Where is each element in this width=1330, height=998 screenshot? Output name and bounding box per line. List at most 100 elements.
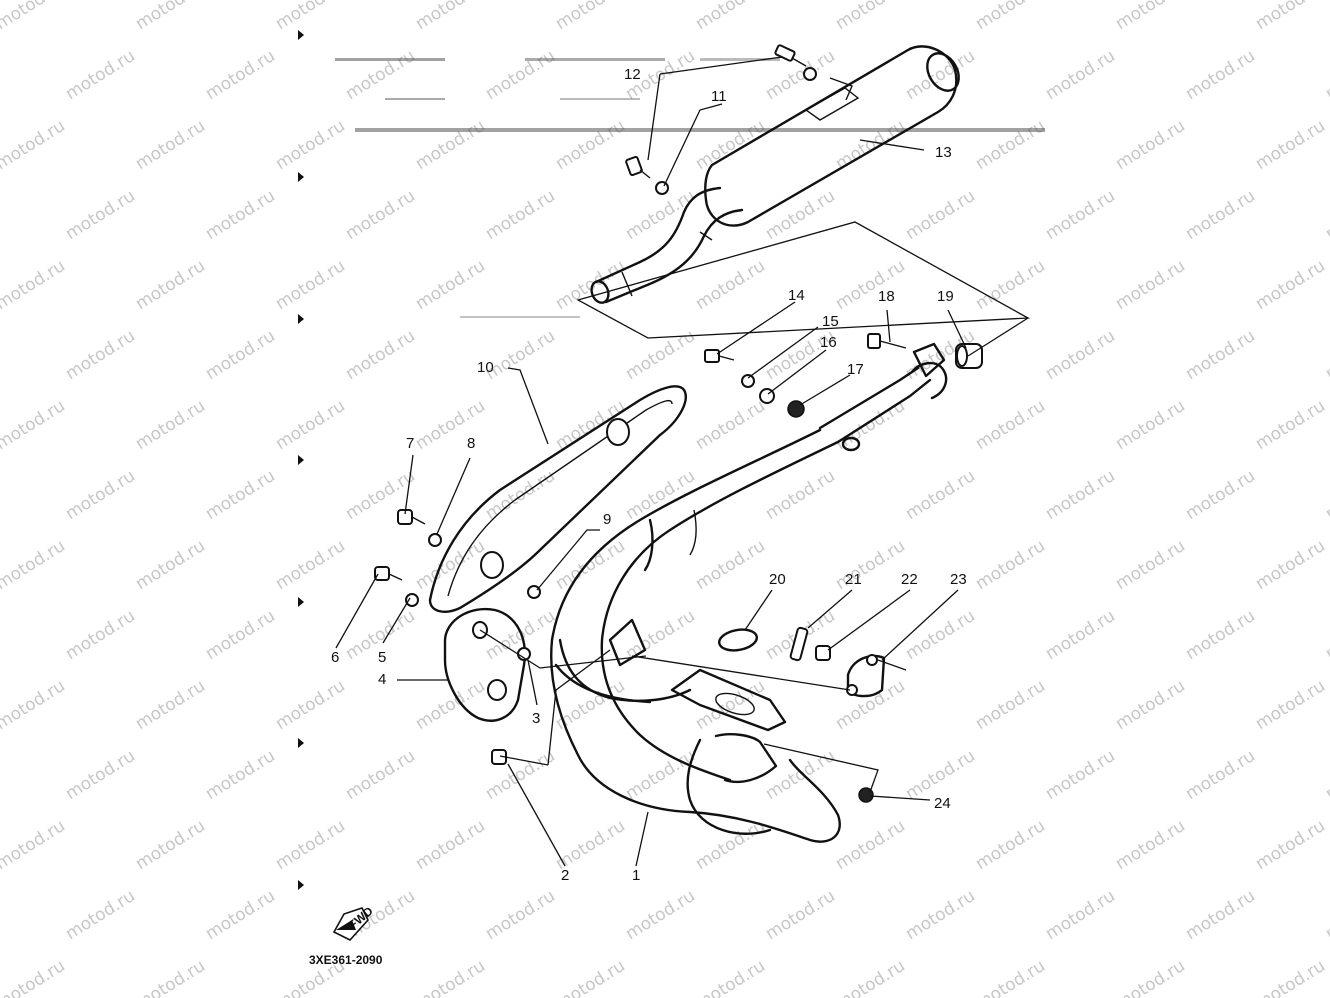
watermark-text: motod.ru (1322, 326, 1330, 384)
watermark-text: motod.ru (902, 466, 979, 524)
watermark-text: motod.ru (762, 466, 839, 524)
watermark-text: motod.ru (972, 536, 1049, 594)
watermark-text: motod.ru (552, 256, 629, 314)
silencer (590, 45, 960, 304)
watermark-text: motod.ru (762, 746, 839, 804)
watermark-text: motod.ru (1252, 0, 1329, 34)
watermark-text: motod.ru (482, 46, 559, 104)
watermark-text: motod.ru (272, 536, 349, 594)
watermark-text: motod.ru (62, 186, 139, 244)
watermark-text: motod.ru (1042, 746, 1119, 804)
callout-5: 5 (378, 649, 386, 666)
watermark-text: motod.ru (1182, 186, 1259, 244)
watermark-text: motod.ru (832, 0, 909, 34)
watermark-text: motod.ru (202, 886, 279, 944)
callout-20: 20 (769, 571, 786, 588)
watermark-text: motod.ru (1322, 186, 1330, 244)
watermark-text: motod.ru (552, 956, 629, 998)
watermark-text: motod.ru (692, 956, 769, 998)
watermark-text: motod.ru (622, 886, 699, 944)
watermark-text: motod.ru (412, 816, 489, 874)
gasket (718, 628, 758, 652)
callout-19: 19 (937, 288, 954, 305)
watermark-text: motod.ru (692, 536, 769, 594)
callout-18: 18 (878, 288, 895, 305)
watermark-text: motod.ru (202, 746, 279, 804)
watermark-text: motod.ru (0, 676, 69, 734)
watermark-text: motod.ru (1322, 606, 1330, 664)
watermark-text: motod.ru (412, 116, 489, 174)
watermark-text: motod.ru (342, 186, 419, 244)
watermark-text: motod.ru (1042, 466, 1119, 524)
watermark-text: motod.ru (972, 256, 1049, 314)
watermark-text: motod.ru (132, 676, 209, 734)
watermark-text: motod.ru (0, 536, 69, 594)
watermark-text: motod.ru (1252, 396, 1329, 454)
watermark-text: motod.ru (1182, 466, 1259, 524)
watermark-text: motod.ru (1322, 886, 1330, 944)
watermark-text: motod.ru (1042, 606, 1119, 664)
watermark-text: motod.ru (1252, 116, 1329, 174)
watermark-text: motod.ru (62, 466, 139, 524)
silencer-group-outline (576, 221, 1031, 339)
callout-13: 13 (935, 144, 952, 161)
watermark-text: motod.ru (1112, 816, 1189, 874)
watermark-text: motod.ru (0, 956, 69, 998)
watermark-text: motod.ru (1112, 676, 1189, 734)
callout-24: 24 (934, 795, 951, 812)
watermark-text: motod.ru (0, 816, 69, 874)
watermark-text: motod.ru (1252, 676, 1329, 734)
watermark-text: motod.ru (1252, 536, 1329, 594)
watermark-text: motod.ru (342, 46, 419, 104)
heat-protector (428, 385, 687, 613)
watermark-text: motod.ru (692, 816, 769, 874)
callout-21: 21 (845, 571, 862, 588)
watermark-text: motod.ru (622, 326, 699, 384)
watermark-text: motod.ru (412, 396, 489, 454)
watermark-text: motod.ru (62, 326, 139, 384)
watermark-text: motod.ru (832, 536, 909, 594)
watermark-text: motod.ru (1322, 746, 1330, 804)
watermark-text: motod.ru (1182, 46, 1259, 104)
watermark-text: motod.ru (272, 256, 349, 314)
watermark-text: motod.ru (62, 606, 139, 664)
watermark-text: motod.ru (762, 46, 839, 104)
watermark-text: motod.ru (132, 116, 209, 174)
hardware (374, 44, 983, 803)
watermark-text: motod.ru (412, 0, 489, 34)
watermark-text: motod.ru (832, 676, 909, 734)
watermark-text: motod.ru (1182, 886, 1259, 944)
watermark-text: motod.ru (1252, 956, 1329, 998)
watermark-text: motod.ru (1042, 186, 1119, 244)
watermark-text: motod.ru (202, 606, 279, 664)
watermark-text: motod.ru (1042, 326, 1119, 384)
watermark-text: motod.ru (0, 256, 69, 314)
callout-8: 8 (467, 435, 475, 452)
callout-11: 11 (711, 88, 727, 105)
watermark-text: motod.ru (272, 816, 349, 874)
watermark-text: motod.ru (1182, 326, 1259, 384)
watermark-text: motod.ru (132, 0, 209, 34)
watermark-text: motod.ru (1112, 116, 1189, 174)
watermark-text: motod.ru (552, 116, 629, 174)
watermark-text: motod.ru (1042, 886, 1119, 944)
callout-labels: 1 2 3 4 5 6 7 8 9 10 11 12 13 14 15 16 1… (331, 66, 967, 884)
watermark-text: motod.ru (132, 396, 209, 454)
watermark-text: motod.ru (1112, 256, 1189, 314)
watermark-text: motod.ru (62, 746, 139, 804)
watermark-text: motod.ru (1112, 396, 1189, 454)
watermark-text: motod.ru (342, 746, 419, 804)
callout-23: 23 (950, 571, 967, 588)
watermark-text: motod.ru (272, 0, 349, 34)
watermark-text: motod.ru (272, 676, 349, 734)
watermark-text: motod.ru (972, 0, 1049, 34)
watermark-text: motod.ru (132, 816, 209, 874)
watermark-text: motod.ru (482, 886, 559, 944)
callout-9: 9 (603, 511, 611, 528)
watermark-text: motod.ru (972, 396, 1049, 454)
watermark-text: motod.ru (832, 256, 909, 314)
watermark-text: motod.ru (132, 256, 209, 314)
watermark-text: motod.ru (762, 186, 839, 244)
